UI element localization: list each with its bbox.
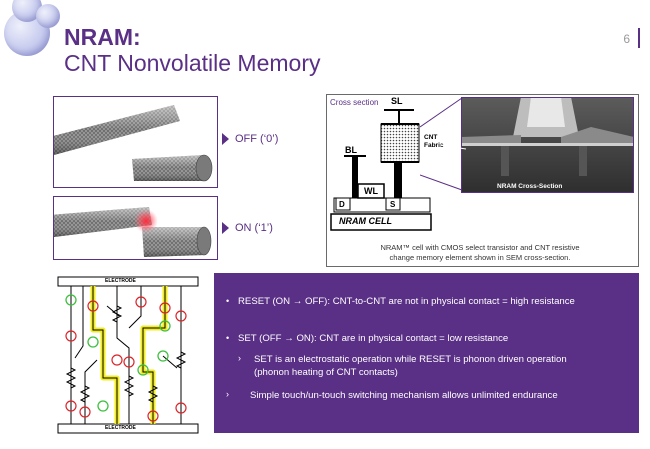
decorative-bubble: [12, 0, 42, 22]
sub-bullet-marker: ›: [226, 389, 229, 399]
caption-line-2: change memory element shown in SEM cross…: [389, 253, 571, 262]
off-arrow-icon: [222, 133, 229, 145]
source-label: S: [390, 200, 396, 209]
cnt-network-circuit: ELECTRODE ELECTRODE: [57, 276, 199, 434]
nram-cell-label: NRAM CELL: [339, 216, 392, 226]
bullet-set: SET (OFF → ON): CNT are in physical cont…: [238, 333, 509, 344]
callout-lines: [420, 97, 467, 191]
page-number-bar: [638, 28, 640, 48]
nram-cell-diagram: [330, 109, 432, 231]
slide-title-bold: NRAM:: [64, 24, 141, 50]
decorative-bubble: [36, 4, 60, 28]
cnt-fabric-label: CNT Fabric: [424, 134, 444, 149]
top-electrode-label: ELECTRODE: [105, 278, 136, 284]
bl-label: BL: [345, 145, 357, 155]
drain-label: D: [339, 200, 345, 209]
page-number: 6: [623, 32, 630, 46]
sub-bullet-electrostatic: SET is an electrostatic operation while …: [254, 354, 567, 378]
caption-line-1: NRAM™ cell with CMOS select transistor a…: [380, 243, 580, 252]
on-arrow-icon: [222, 222, 229, 234]
bottom-electrode-label: ELECTRODE: [105, 425, 136, 431]
sem-caption-label: NRAM Cross-Section: [497, 183, 563, 190]
bullet-panel: • RESET (ON → OFF): CNT-to-CNT are not i…: [214, 273, 639, 433]
slide-title: CNT Nonvolatile Memory: [64, 50, 321, 76]
sub-bullet-marker: ›: [238, 353, 241, 363]
bullet-reset: RESET (ON → OFF): CNT-to-CNT are not in …: [238, 296, 575, 307]
bullet-marker: •: [226, 296, 230, 306]
cross-section-caption: NRAM™ cell with CMOS select transistor a…: [330, 243, 630, 263]
bullet-marker: •: [226, 333, 230, 343]
wl-label: WL: [364, 186, 378, 196]
sem-frame: [461, 97, 634, 193]
off-state-label: OFF (‘0’): [235, 133, 279, 145]
on-state-label: ON (‘1’): [235, 222, 273, 234]
sl-label: SL: [391, 96, 403, 106]
sem-cross-section-image: [461, 97, 634, 193]
cnt-off-image: [53, 96, 218, 188]
cnt-on-image: [53, 196, 218, 260]
bullet-endurance: Simple touch/un-touch switching mechanis…: [250, 390, 558, 401]
cross-section-title: Cross section: [330, 98, 379, 107]
